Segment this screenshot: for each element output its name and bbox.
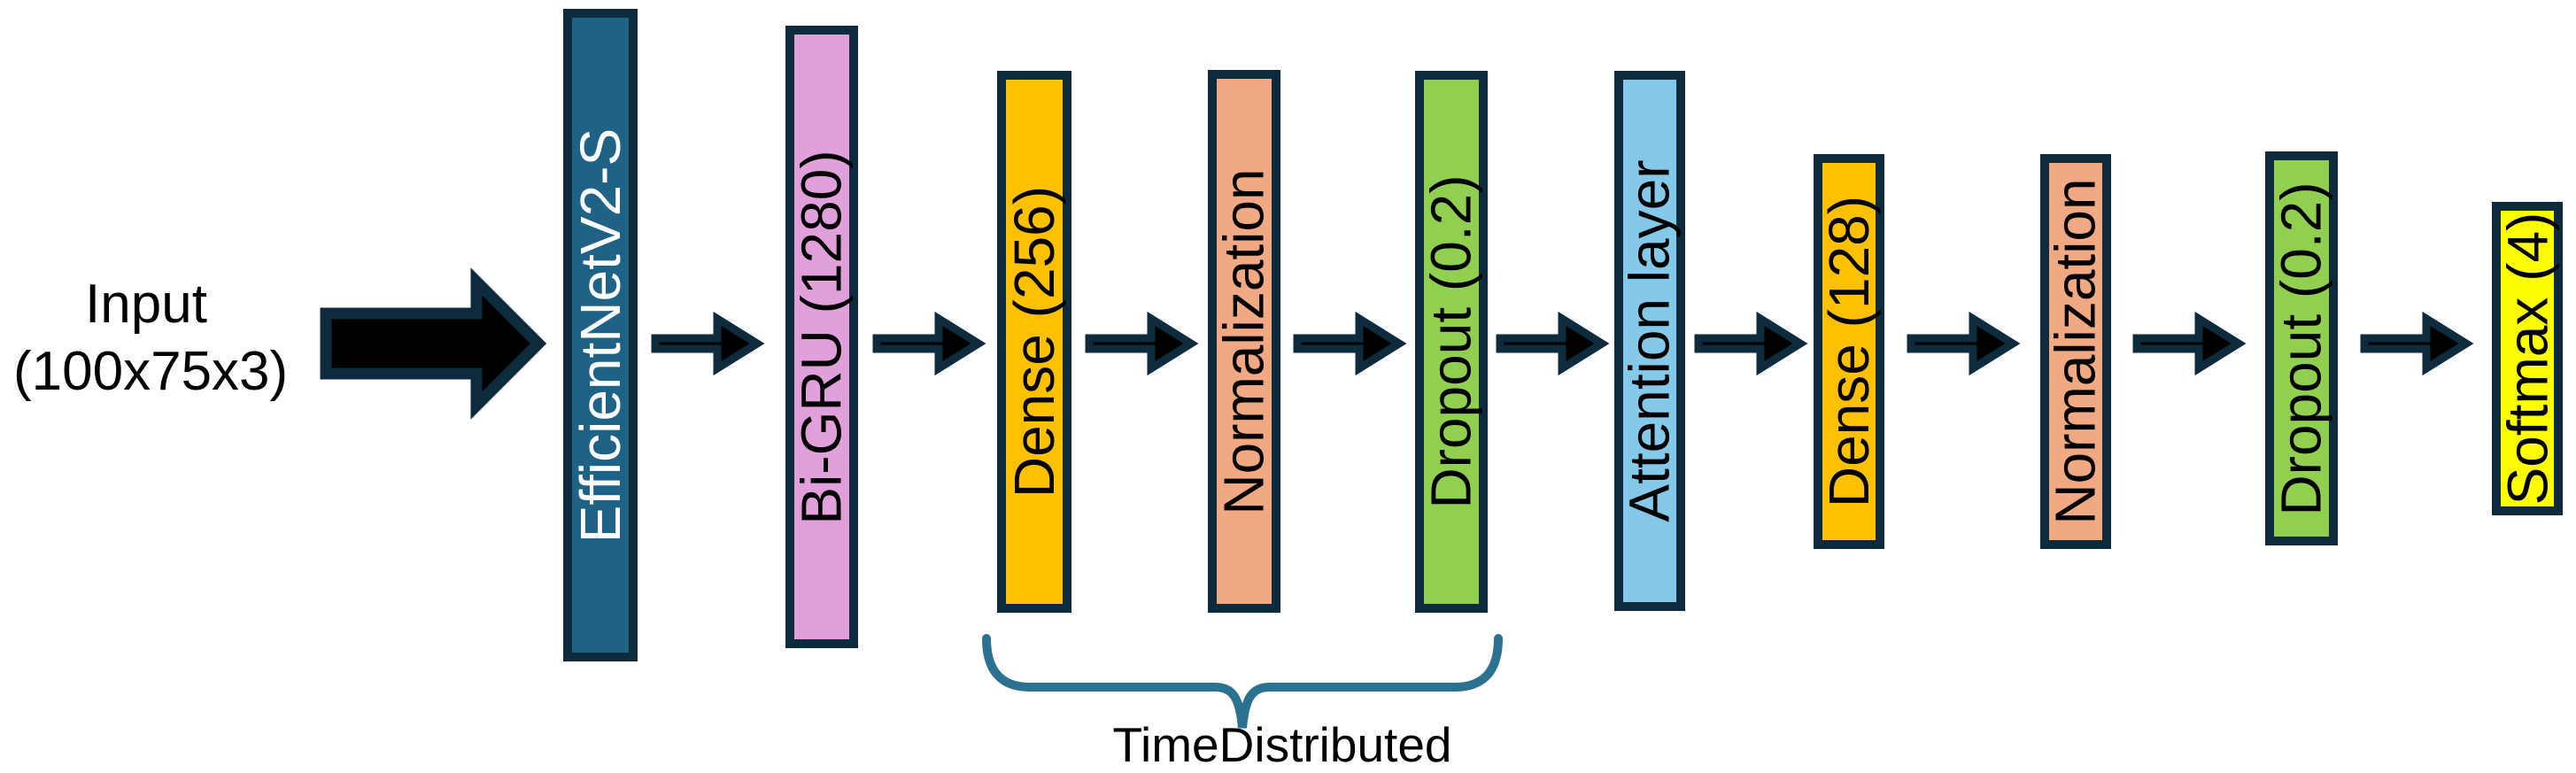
flow-arrow [1293,311,1407,376]
layer-label: Dense (128) [1817,195,1881,508]
layer-dropout-0-2: Dropout (0.2) [1415,71,1488,613]
flow-arrow [872,311,986,376]
flow-arrow [1907,311,2021,376]
layer-label: Normalization [2044,178,2108,525]
timedistributed-brace [982,634,1503,729]
layer-label: EfficientNetV2-S [569,128,632,543]
input-label-line1: Input [85,274,207,335]
input-arrow [320,267,547,420]
layer-efficientnetv2-s: EfficientNetV2-S [563,9,638,661]
flow-arrow [2132,311,2247,376]
input-shape-line2: (100x75x3) [13,341,289,402]
layer-label: Softmax (4) [2495,212,2559,506]
layer-normalization: Normalization [1208,70,1280,613]
layer-label: Attention layer [1618,159,1682,522]
timedistributed-label: TimeDistributed [1112,717,1452,772]
layer-normalization: Normalization [2040,154,2111,549]
layer-dense-256: Dense (256) [997,71,1071,613]
input-label: Input (100x75x3) [13,271,289,406]
flow-arrow [651,311,765,376]
flow-arrow [1085,311,1199,376]
layer-label: Normalization [1212,167,1276,515]
layer-softmax-4: Softmax (4) [2492,202,2563,515]
layer-bi-gru-1280: Bi-GRU (1280) [785,26,858,648]
layer-label: Dropout (0.2) [1420,174,1483,509]
layer-label: Dense (256) [1002,185,1066,499]
layer-dropout-0-2: Dropout (0.2) [2265,151,2338,545]
layer-label: Bi-GRU (1280) [790,149,854,525]
layer-dense-128: Dense (128) [1814,154,1884,549]
flow-arrow [2360,311,2474,376]
flow-arrow [1694,311,1808,376]
flow-arrow [1496,311,1610,376]
layer-attention-layer: Attention layer [1614,71,1685,611]
layer-label: Dropout (0.2) [2270,181,2333,516]
